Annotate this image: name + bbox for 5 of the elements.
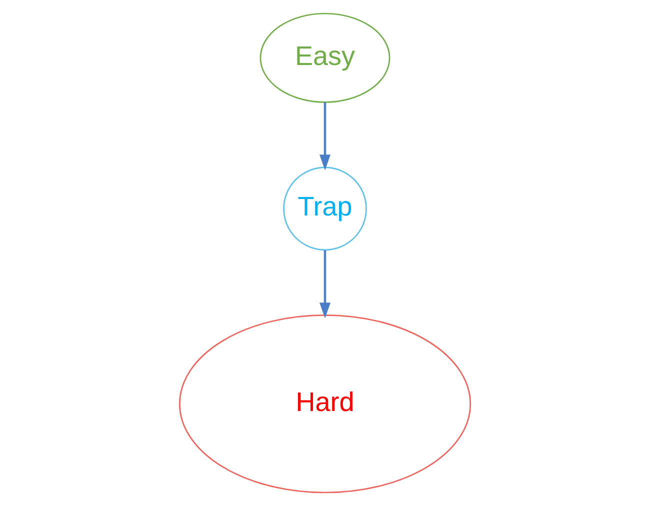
node-circle: Trap [282,166,366,250]
arrow [318,250,330,318]
arrow [318,102,330,170]
node-ellipse: Easy [259,12,390,102]
node-ellipse: Hard [178,314,471,493]
